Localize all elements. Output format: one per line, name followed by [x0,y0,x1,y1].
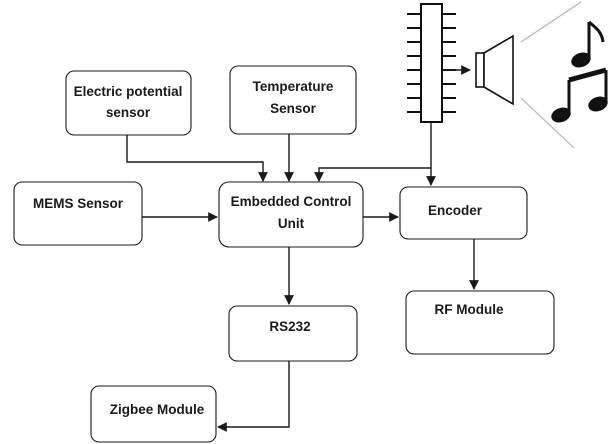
electric-potential-sensor-label-2: sensor [106,105,151,120]
electric-potential-sensor-block: Electric potential sensor [65,70,192,136]
temperature-sensor-label-1: Temperature [253,79,334,94]
wire-rs232-to-zigbee [217,361,290,432]
encoder-label: Encoder [428,203,483,218]
rs232-block: RS232 [228,305,358,362]
mems-sensor-block: MEMS Sensor [13,181,143,246]
embedded-control-unit-label-2: Unit [278,216,305,231]
music-notes-icon [551,20,608,123]
encoder-block: Encoder [399,186,528,240]
temperature-sensor-block: Temperature Sensor [229,65,357,135]
embedded-control-unit-label-1: Embedded Control [231,194,352,209]
temperature-sensor-label-2: Sensor [270,101,317,116]
wire-ic-to-control-unit [314,167,431,182]
embedded-control-unit-block: Embedded Control Unit [218,181,364,248]
zigbee-module-label: Zigbee Module [110,402,205,417]
speaker-icon [475,1,582,149]
zigbee-module-block: Zigbee Module [90,385,217,443]
rf-module-label: RF Module [435,302,504,317]
voice-ic-chip-icon [407,3,456,123]
wire-electric-potential-to-control-unit [126,135,268,182]
rf-module-block: RF Module [405,290,555,355]
rs232-label: RS232 [269,319,310,334]
mems-sensor-label: MEMS Sensor [33,196,124,211]
electric-potential-sensor-label-1: Electric potential [74,84,183,99]
